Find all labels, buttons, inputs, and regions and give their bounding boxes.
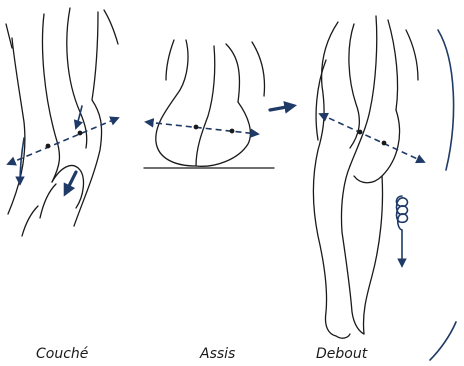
caption-lying: Couché bbox=[36, 346, 89, 362]
standing-pelvis-axis bbox=[320, 114, 424, 162]
sitting-forward-arrow bbox=[270, 106, 292, 110]
figure-lying: Couché bbox=[6, 8, 118, 362]
standing-side-brackets bbox=[430, 30, 456, 360]
caption-sitting: Assis bbox=[199, 346, 235, 362]
lying-tilt-arrow bbox=[66, 172, 76, 192]
caption-standing: Debout bbox=[316, 346, 368, 362]
standing-axis-point-left bbox=[358, 130, 363, 135]
figure-sitting: Assis bbox=[144, 40, 292, 362]
figure-standing: Debout bbox=[314, 16, 457, 362]
standing-axis-point-right bbox=[382, 141, 387, 146]
sitting-axis-point-right bbox=[230, 129, 235, 134]
sitting-axis-point-left bbox=[194, 125, 199, 130]
lying-axis-point-left bbox=[46, 144, 51, 149]
spiral-arrow-icon bbox=[396, 196, 407, 266]
sitting-body-outline bbox=[144, 40, 274, 168]
lying-axis-point-right bbox=[78, 131, 83, 136]
standing-body-outline bbox=[314, 16, 419, 338]
lying-body-outline bbox=[6, 8, 118, 236]
